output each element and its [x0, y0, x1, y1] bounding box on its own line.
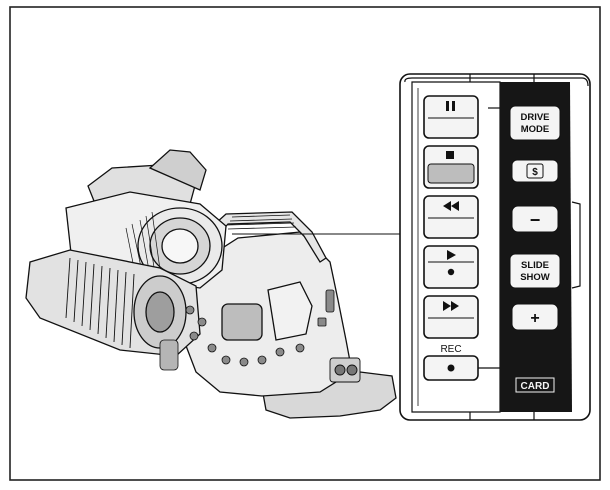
- plus-button[interactable]: +: [511, 303, 559, 331]
- play-record-icon: [447, 250, 456, 276]
- drive-mode-button[interactable]: DRIVE MODE: [509, 105, 561, 141]
- panel-side-tab: [571, 201, 581, 289]
- lens-core: [145, 291, 175, 333]
- drive-mode-line2: MODE: [521, 124, 550, 135]
- rewind-icon: [443, 201, 459, 211]
- minus-button[interactable]: −: [511, 205, 559, 233]
- dollar-symbol-box: [526, 163, 544, 179]
- pause-icon: [446, 101, 455, 111]
- control-panel-callout: REC DRIVE MODE $ − SLIDE SHOW +: [399, 73, 591, 421]
- stop-icon: [446, 151, 454, 159]
- eyecup-lens: [161, 228, 199, 264]
- pause-button[interactable]: [423, 95, 479, 139]
- handle-ribbing: [227, 214, 297, 230]
- camcorder-illustration: [25, 149, 397, 419]
- plus-symbol: +: [530, 310, 539, 327]
- drive-mode-line1: DRIVE: [520, 112, 549, 123]
- stop-button[interactable]: [423, 145, 479, 189]
- rewind-button[interactable]: [423, 195, 479, 239]
- slide-show-line2: SHOW: [520, 272, 550, 283]
- card-label: CARD: [521, 381, 550, 392]
- viewfinder-mount: [148, 149, 207, 191]
- stop-button-face: [427, 163, 475, 184]
- card-label-badge: CARD: [515, 377, 555, 393]
- side-lcd-screen: [221, 303, 263, 341]
- fast-forward-icon: [443, 301, 459, 311]
- rec-label: REC: [440, 344, 461, 355]
- slide-show-line1: SLIDE: [521, 260, 549, 271]
- panel-top-edge: [404, 77, 589, 87]
- dollar-symbol: $: [532, 167, 538, 178]
- rear-connectors: [329, 357, 361, 383]
- minus-symbol: −: [530, 210, 541, 230]
- slide-show-button[interactable]: SLIDE SHOW: [509, 253, 561, 289]
- play-button[interactable]: [423, 245, 479, 289]
- outer-frame: [9, 6, 601, 481]
- fast-forward-button[interactable]: [423, 295, 479, 339]
- record-dot-icon: [447, 364, 455, 372]
- lens-rings: [65, 257, 135, 349]
- side-panel-cover: [267, 281, 313, 341]
- side-controls: [159, 289, 335, 371]
- dollar-button[interactable]: $: [511, 159, 559, 183]
